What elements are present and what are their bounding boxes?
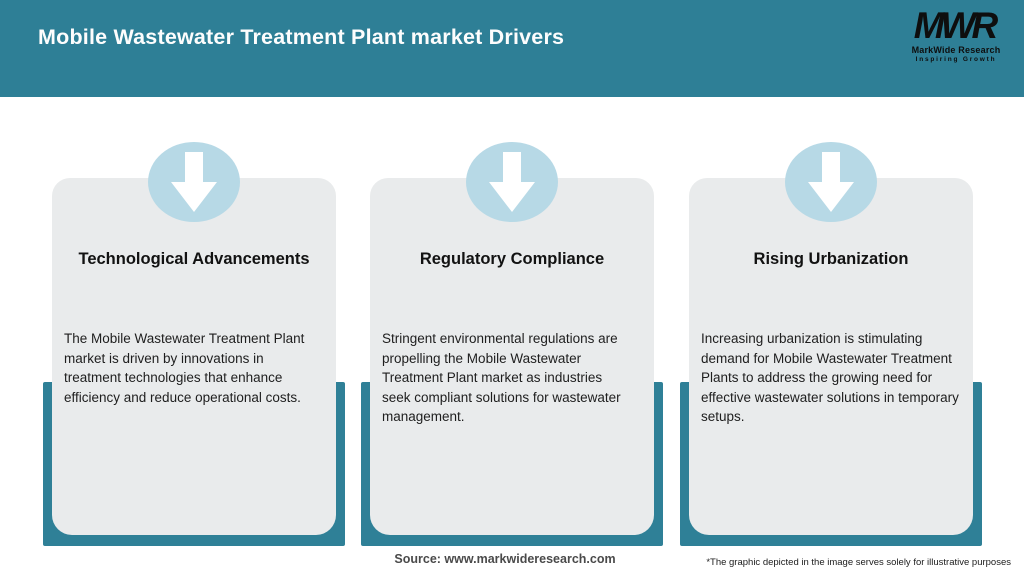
card-description: The Mobile Wastewater Treatment Plant ma…	[64, 331, 305, 405]
source-text: Source: www.markwideresearch.com	[394, 552, 616, 566]
driver-card: Rising Urbanization Increasing urbanizat…	[689, 178, 973, 535]
down-arrow-icon	[171, 152, 217, 212]
arrow-badge	[785, 142, 877, 222]
card-description: Stringent environmental regulations are …	[382, 331, 621, 424]
card-title: Technological Advancements	[78, 250, 310, 268]
header-banner: Mobile Wastewater Treatment Plant market…	[0, 0, 1024, 97]
driver-column-3: Rising Urbanization Increasing urbanizat…	[680, 142, 982, 546]
card-title: Rising Urbanization	[753, 250, 909, 268]
logo-company-name: MarkWide Research	[911, 45, 1001, 55]
driver-card: Technological Advancements The Mobile Wa…	[52, 178, 336, 535]
arrow-badge	[148, 142, 240, 222]
down-arrow-icon	[808, 152, 854, 212]
card-title: Regulatory Compliance	[419, 250, 605, 268]
markwide-logo: MWR MarkWide Research Inspiring Growth	[900, 7, 1012, 64]
down-arrow-icon	[489, 152, 535, 212]
driver-column-2: Regulatory Compliance Stringent environm…	[361, 142, 663, 546]
disclaimer-text: *The graphic depicted in the image serve…	[706, 557, 1011, 568]
logo-tagline: Inspiring Growth	[915, 56, 997, 63]
logo-monogram: MWR	[913, 5, 998, 46]
card-description: Increasing urbanization is stimulating d…	[701, 331, 959, 424]
driver-card: Regulatory Compliance Stringent environm…	[370, 178, 654, 535]
page-title: Mobile Wastewater Treatment Plant market…	[38, 25, 565, 49]
driver-column-1: Technological Advancements The Mobile Wa…	[43, 142, 345, 546]
arrow-badge	[466, 142, 558, 222]
